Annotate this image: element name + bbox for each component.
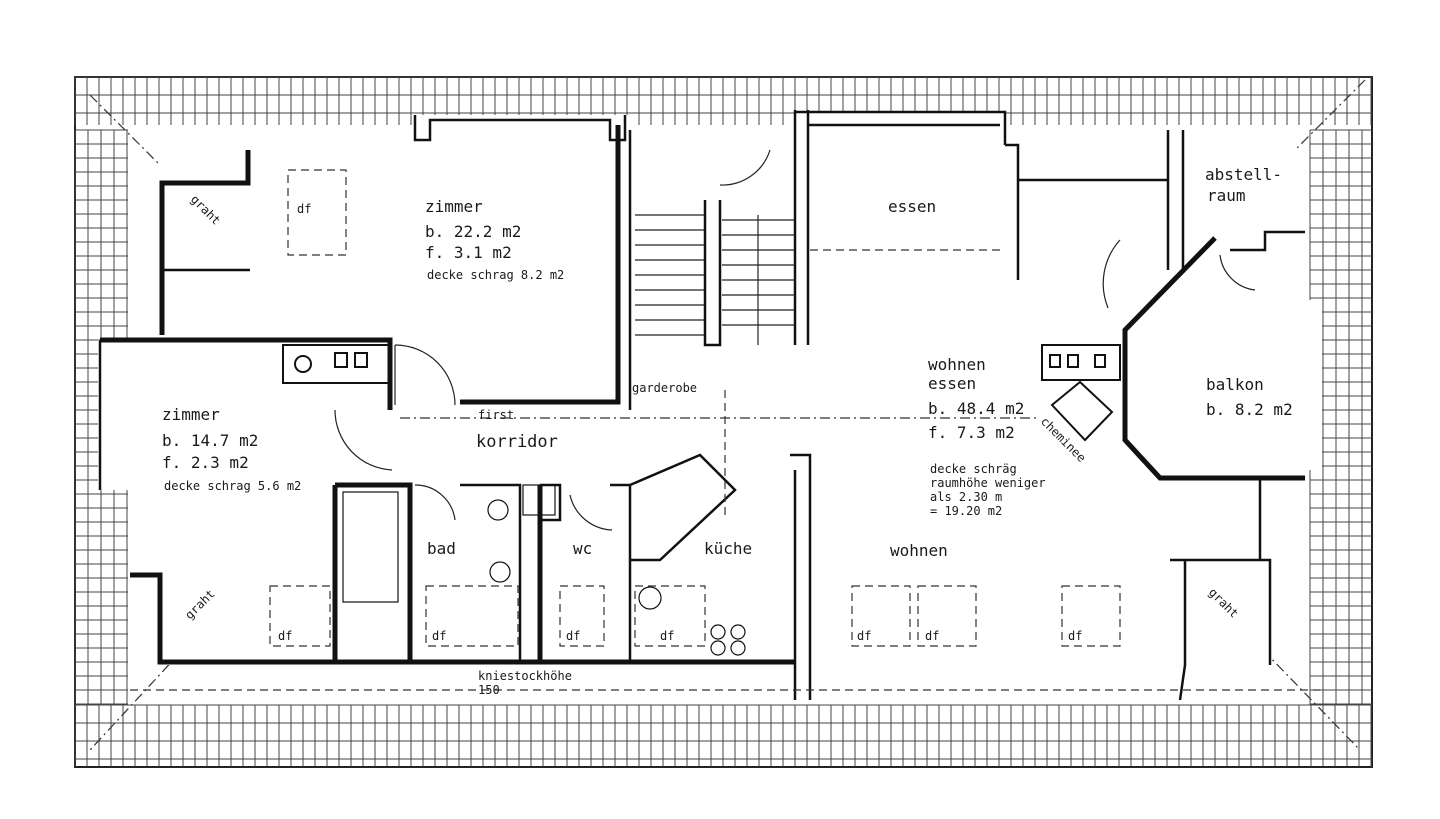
label-df: df [660, 629, 674, 643]
note-line4: = 19.20 m2 [930, 504, 1002, 518]
room-area-b: b. 8.2 m2 [1206, 400, 1293, 419]
label-first: first [478, 408, 514, 422]
staircase [635, 214, 795, 345]
room-name: zimmer [162, 405, 220, 424]
room-decke: decke schrag 8.2 m2 [427, 268, 564, 282]
label-kniestock-2: 150 [478, 683, 500, 697]
note-line3: als 2.30 m [930, 490, 1002, 504]
room-name-line2: essen [928, 374, 976, 393]
room-label-zimmer-top: zimmer b. 22.2 m2 f. 3.1 m2 decke schrag… [425, 197, 564, 282]
label-df: df [566, 629, 580, 643]
label-df: df [432, 629, 446, 643]
room-label-wohnen-essen: wohnen essen b. 48.4 m2 f. 7.3 m2 [928, 355, 1024, 442]
room-area-f: f. 7.3 m2 [928, 423, 1015, 442]
room-label-balkon: balkon b. 8.2 m2 [1206, 375, 1293, 419]
label-garderobe: garderobe [632, 381, 697, 395]
note-line1: decke schräg [930, 462, 1017, 476]
note-line2: raumhöhe weniger [930, 476, 1046, 490]
room-label-zimmer-left: zimmer b. 14.7 m2 f. 2.3 m2 decke schrag… [162, 405, 301, 493]
floor-area [98, 112, 1322, 700]
room-decke: decke schrag 5.6 m2 [164, 479, 301, 493]
skylights [269, 169, 1121, 647]
room-area-b: b. 14.7 m2 [162, 431, 258, 450]
ceiling-note: decke schräg raumhöhe weniger als 2.30 m… [930, 462, 1046, 518]
door-swings [334, 149, 1256, 531]
walls [98, 110, 1305, 701]
room-label-korridor: korridor [476, 432, 558, 452]
ridge-lines [130, 249, 1320, 691]
room-area-b: b. 22.2 m2 [425, 222, 521, 241]
room-label-abstellraum-2: raum [1207, 186, 1246, 205]
room-name: zimmer [425, 197, 483, 216]
label-df: df [857, 629, 871, 643]
room-area-b: b. 48.4 m2 [928, 399, 1024, 418]
room-name: balkon [1206, 375, 1264, 394]
label-kniestock-1: kniestockhöhe [478, 669, 572, 683]
room-area-f: f. 2.3 m2 [162, 453, 249, 472]
room-name-line1: wohnen [928, 355, 986, 374]
room-label-abstellraum-1: abstell- [1205, 165, 1282, 184]
room-label-essen: essen [888, 197, 936, 216]
label-df: df [278, 629, 292, 643]
label-df: df [297, 202, 311, 216]
room-label-kueche: küche [704, 539, 752, 558]
room-label-bad: bad [427, 539, 456, 558]
label-df: df [1068, 629, 1082, 643]
room-label-wc: wc [573, 539, 592, 558]
label-df: df [925, 629, 939, 643]
room-label-wohnen: wohnen [890, 541, 948, 560]
fixtures [282, 344, 1121, 656]
room-area-f: f. 3.1 m2 [425, 243, 512, 262]
